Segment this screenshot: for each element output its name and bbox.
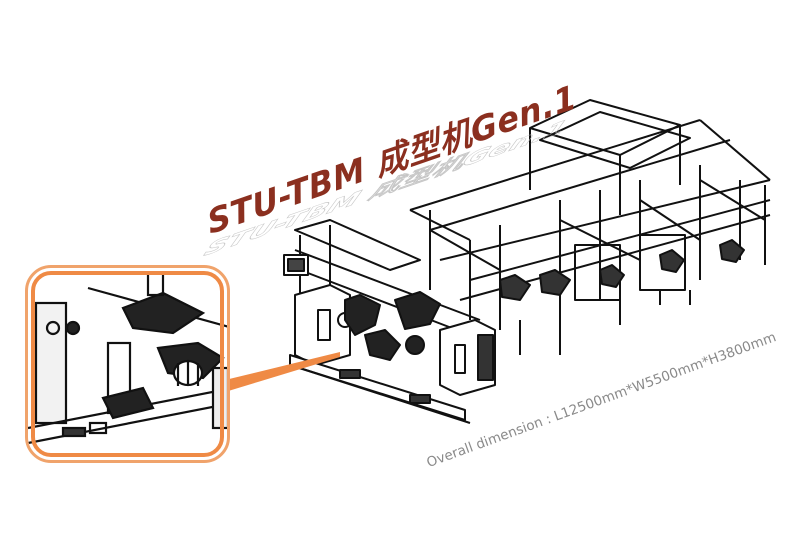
callout-connector [225,352,340,392]
detail-callout [25,265,230,463]
detail-drawing [28,271,227,445]
